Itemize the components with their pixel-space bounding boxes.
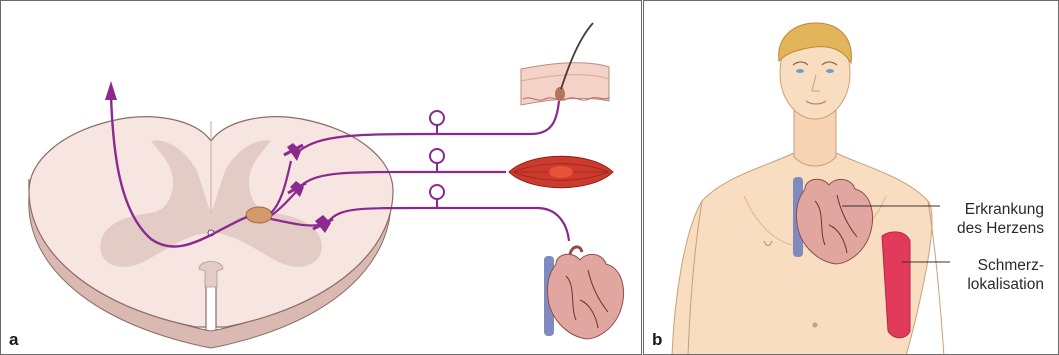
label-heart-disease-line2: des Herzens (957, 219, 1044, 238)
label-pain-location-line2: lokalisation (967, 275, 1044, 294)
panel-label-b: b (652, 330, 662, 350)
label-pain-location-line1: Schmerz- (967, 256, 1044, 275)
spinal-cord-diagram (1, 1, 642, 355)
ascending-arrow-icon (105, 81, 117, 100)
muscle-icon (509, 156, 613, 188)
sensory-neuron-somas (430, 111, 444, 208)
skin-hair-icon (521, 23, 609, 105)
label-heart-disease: Erkrankung des Herzens (957, 200, 1044, 238)
label-heart-disease-line1: Erkrankung (957, 200, 1044, 219)
spinal-cord-icon (29, 117, 393, 348)
nerve-cell-body (246, 207, 272, 223)
panel-label-a: a (9, 330, 18, 350)
heart-icon (544, 247, 624, 339)
torso-diagram (644, 1, 1059, 355)
label-pain-location: Schmerz- lokalisation (967, 256, 1044, 294)
panel-a-spinal-cord: a (0, 0, 642, 355)
panel-b-referred-pain: Erkrankung des Herzens Schmerz- lokalisa… (643, 0, 1059, 355)
